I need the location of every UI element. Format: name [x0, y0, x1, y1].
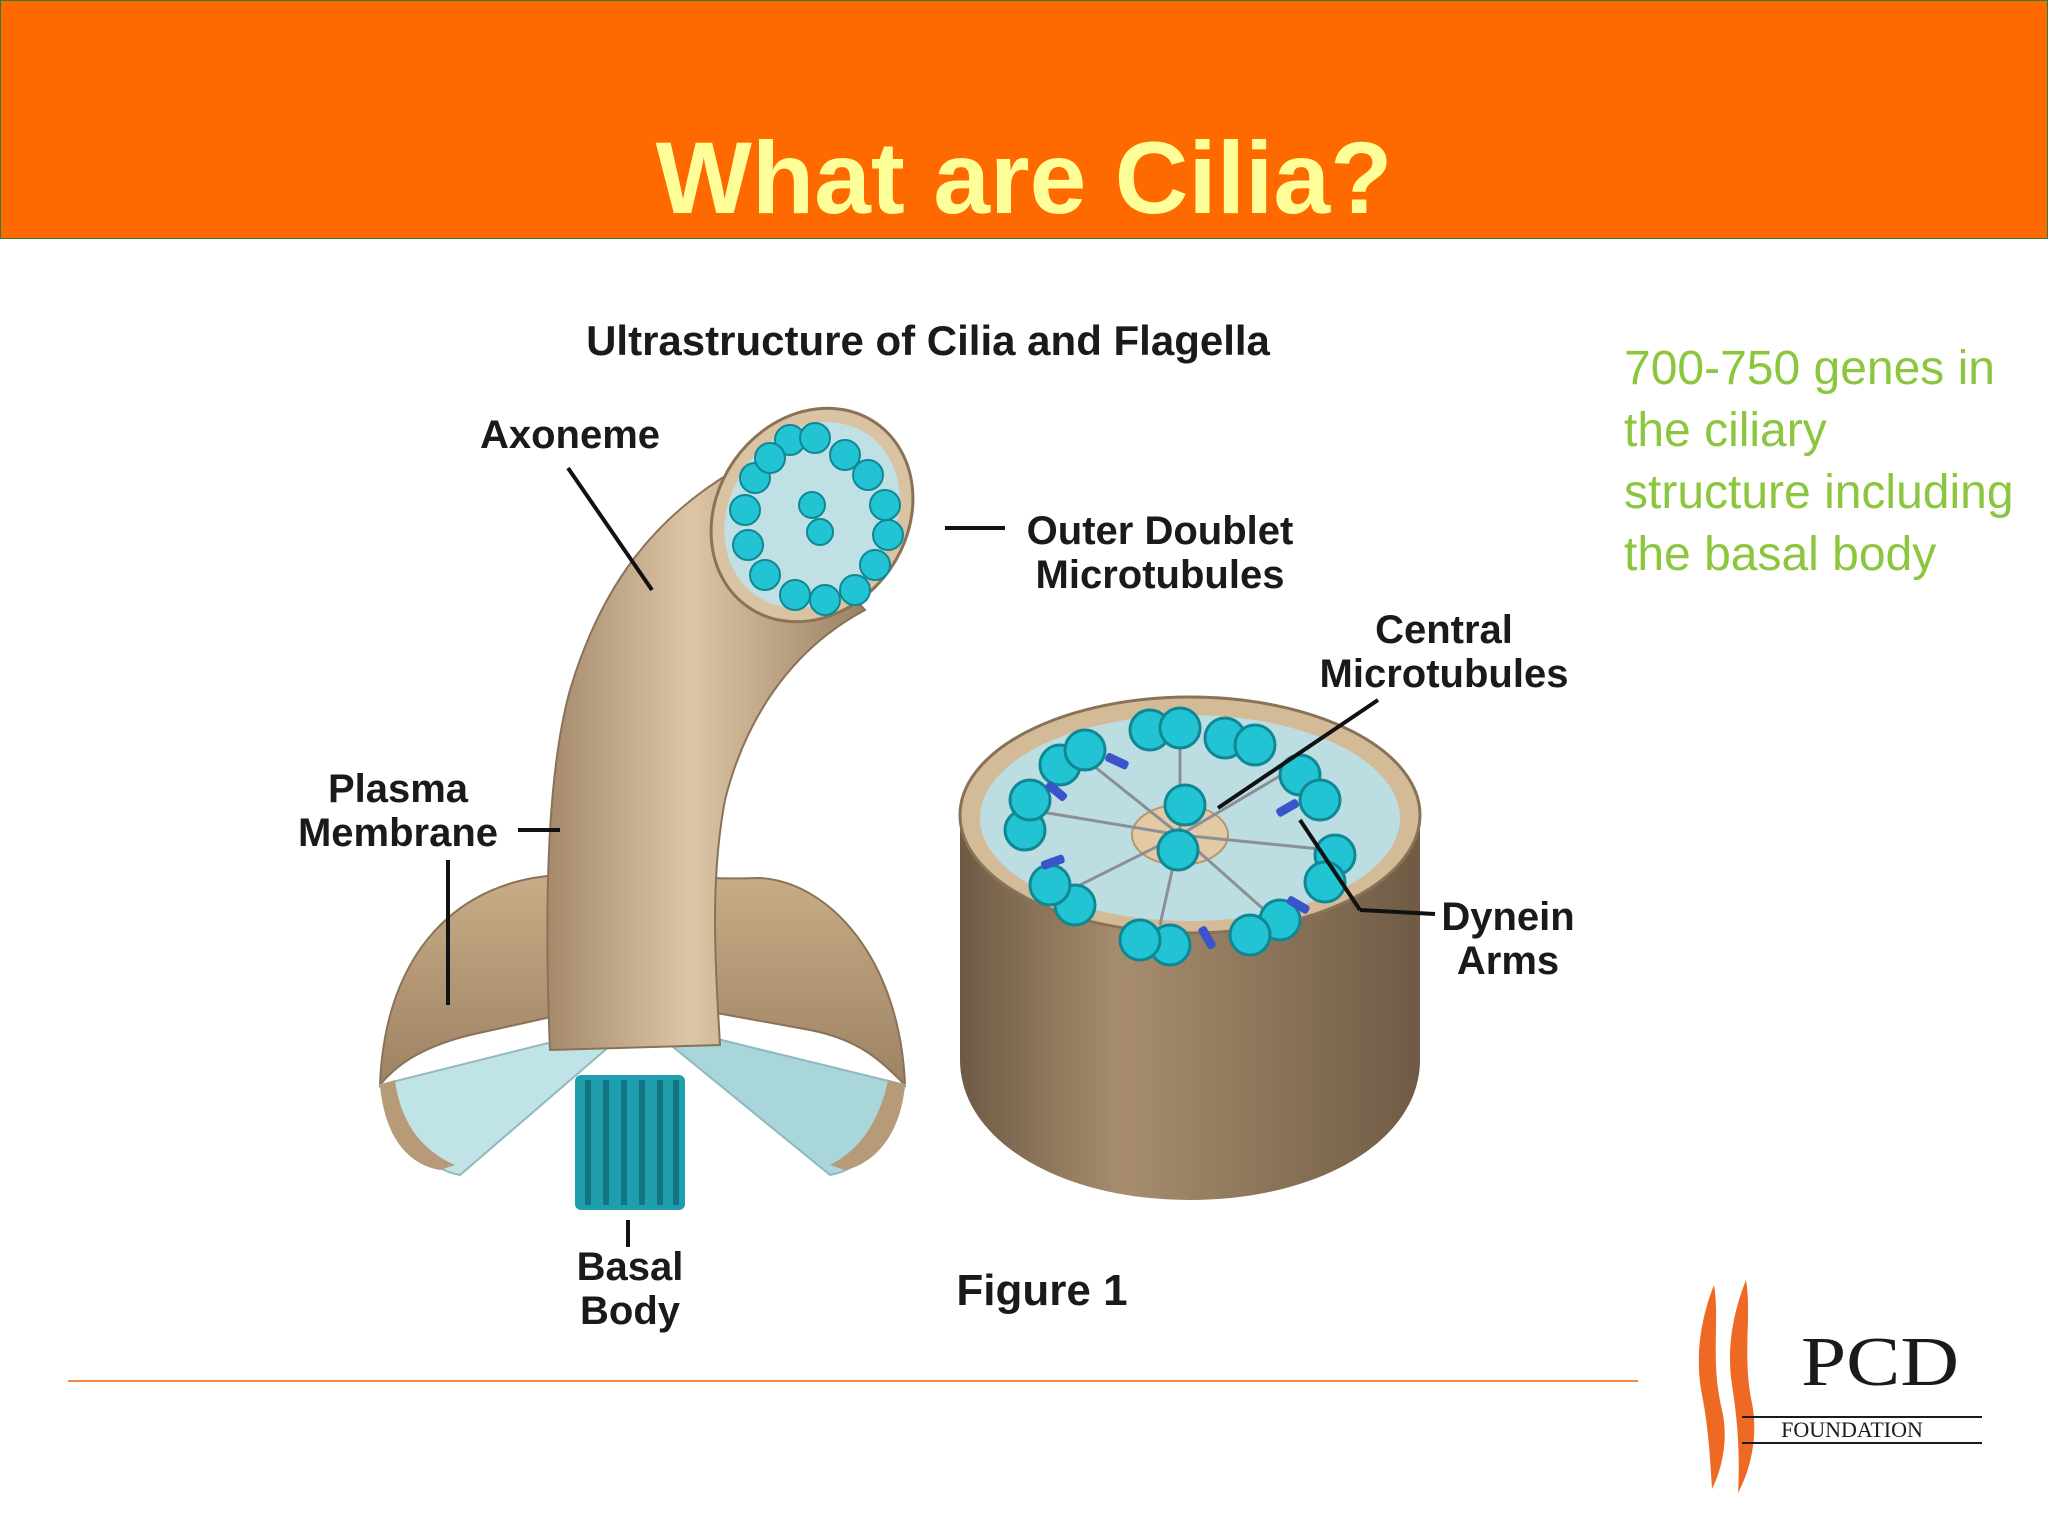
logo-subtitle: FOUNDATION: [1781, 1417, 1923, 1442]
pcd-foundation-logo: PCD FOUNDATION: [1698, 1280, 1982, 1493]
label-basal-2: Body: [580, 1289, 681, 1333]
diagram-title: Ultrastructure of Cilia and Flagella: [586, 317, 1270, 364]
basal-body-shape: [575, 1075, 685, 1210]
title-bar: [0, 0, 2048, 239]
leader-lines: [446, 466, 1436, 1247]
label-outer-doublet: Outer Doublet: [1027, 509, 1294, 553]
label-dynein: Dynein: [1441, 895, 1574, 939]
outer-doublet-rings: [1003, 706, 1357, 967]
label-outer-doublet-2: Microtubules: [1036, 553, 1285, 597]
figure-caption: Figure 1: [956, 1266, 1127, 1315]
logo-flame-right: [1729, 1280, 1755, 1493]
side-note: 700-750 genes in the ciliary structure i…: [1624, 342, 2014, 581]
central-pair-rings: [1156, 783, 1207, 872]
slide-title: What are Cilia?: [655, 121, 1393, 235]
logo-name: PCD: [1801, 1324, 1959, 1401]
label-axoneme: Axoneme: [480, 413, 660, 457]
divider-line: [68, 1380, 1638, 1382]
label-plasma: Plasma: [328, 767, 469, 811]
label-plasma-2: Membrane: [298, 811, 498, 855]
axoneme-tip-doublets: [729, 422, 904, 616]
dynein-arm-marks: [1040, 752, 1310, 950]
label-central: Central: [1375, 608, 1513, 652]
label-basal: Basal: [577, 1245, 684, 1289]
logo-flame-left: [1698, 1285, 1725, 1489]
label-central-2: Microtubules: [1320, 652, 1569, 696]
label-dynein-2: Arms: [1457, 939, 1559, 983]
